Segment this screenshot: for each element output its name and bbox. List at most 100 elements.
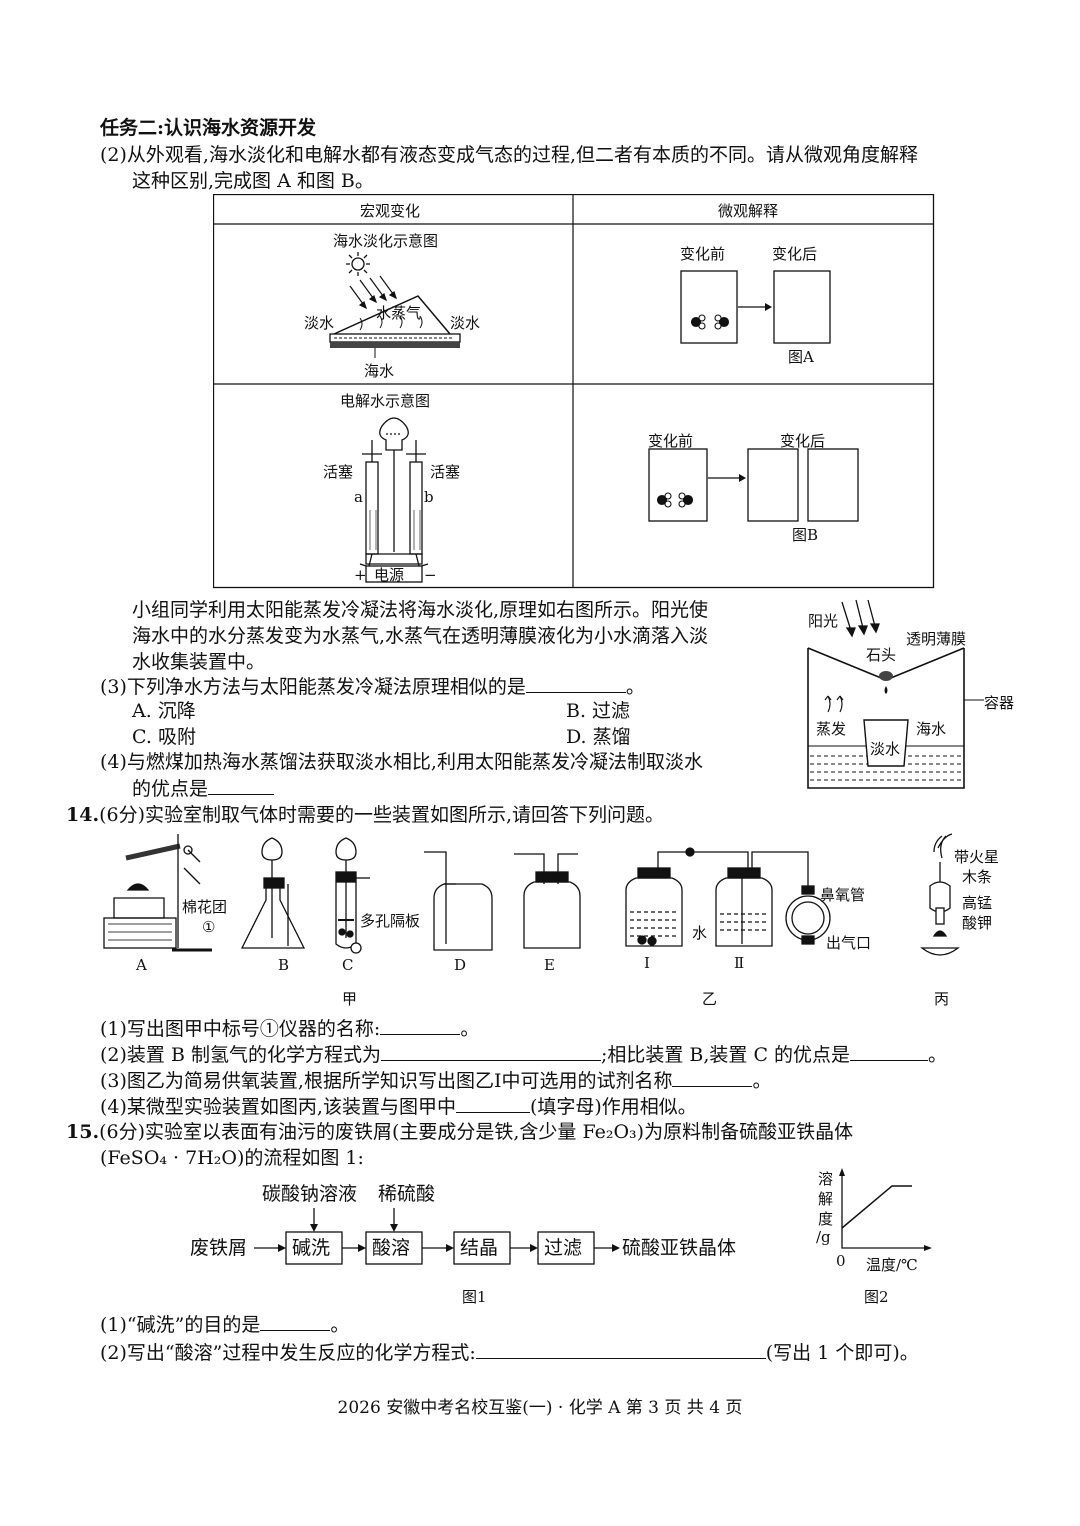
valve-right-label: 活塞 xyxy=(430,463,461,481)
label-B: B xyxy=(278,956,290,974)
q14-sub1: (1)写出图甲中标号①仪器的名称: 。 xyxy=(100,1014,479,1043)
freshwater-label: 淡水 xyxy=(870,740,901,758)
q14-sub4-text-a: (4)某微型实验装置如图丙,该装置与图甲中 xyxy=(100,1096,456,1118)
question-15-number: 15. xyxy=(66,1121,100,1143)
option-b: B. 过滤 xyxy=(566,700,631,722)
label-I: Ⅰ xyxy=(644,954,650,972)
water-molecule-icon xyxy=(690,314,730,330)
task2-title: 任务二:认识海水资源开发 xyxy=(100,117,317,139)
outlet-label: 出气口 xyxy=(826,934,872,952)
answer-blank-q4[interactable] xyxy=(208,774,275,795)
figure-yi-label: 乙 xyxy=(702,990,718,1008)
figB-before-box xyxy=(648,448,708,522)
solar-para-line2: 海水中的水分蒸发变为水蒸气,水蒸气在透明薄膜液化为小水滴落入淡 xyxy=(132,625,709,647)
container-label: 容器 xyxy=(984,694,1015,712)
q14-sub3-end: 。 xyxy=(752,1070,772,1092)
circle-1-label: ① xyxy=(202,918,216,936)
reagent-sodium-carbonate: 碳酸钠溶液 xyxy=(262,1183,358,1205)
apparatus-E xyxy=(514,853,581,949)
kmno4-label-2: 酸钾 xyxy=(962,914,993,932)
sunlight-arrows-icon xyxy=(841,599,880,638)
desalination-diagram xyxy=(329,252,461,358)
answer-blank-q14-3[interactable] xyxy=(672,1066,753,1087)
figB-after-box-2 xyxy=(807,448,859,522)
porous-plate-label: 多孔隔板 xyxy=(360,912,421,930)
figure-2-caption: 图2 xyxy=(864,1288,889,1306)
question-14-stem: (6分)实验室制取气体时需要的一些装置如图所示,请回答下列问题。 xyxy=(99,804,665,826)
question-3-stem: (3)下列净水方法与太阳能蒸发冷凝法原理相似的是 xyxy=(100,676,526,698)
answer-blank-q14-1[interactable] xyxy=(380,1014,461,1035)
figure-1-caption: 图1 xyxy=(462,1288,487,1306)
apparatus-C xyxy=(335,837,370,954)
q15-sub1: (1)“碱洗”的目的是。 xyxy=(100,1310,349,1339)
question-15-line1: 15.(6分)实验室以表面有油污的废铁屑(主要成分是铁,含少量 Fe₂O₃)为原… xyxy=(66,1118,853,1146)
electrode-a-label: a xyxy=(354,488,363,506)
q14-sub1-text: (1)写出图甲中标号①仪器的名称: xyxy=(100,1018,381,1040)
apparatus-B xyxy=(240,837,306,949)
graph-x-label: 温度/℃ xyxy=(866,1256,918,1274)
apparatus-A xyxy=(103,834,212,952)
q14-sub2: (2)装置 B 制氢气的化学方程式为;相比装置 B,装置 C 的优点是。 xyxy=(100,1040,947,1069)
figA-before-box xyxy=(680,270,738,344)
stone-label: 石头 xyxy=(866,646,897,664)
flow-step1: 碱洗 xyxy=(292,1237,331,1259)
q14-sub1-end: 。 xyxy=(460,1018,480,1040)
apparatus-figure xyxy=(103,833,960,956)
answer-blank-q15-2[interactable] xyxy=(475,1338,766,1359)
electrode-b-label: b xyxy=(424,488,434,506)
figA-caption: 图A xyxy=(788,348,814,366)
valve-left-label: 活塞 xyxy=(323,463,354,481)
q15-sub2-text: (2)写出“酸溶”过程中发生反应的化学方程式: xyxy=(100,1342,476,1364)
graph-origin: 0 xyxy=(836,1252,846,1270)
container-wall xyxy=(807,648,965,789)
label-D: D xyxy=(454,956,467,974)
answer-blank-q3[interactable] xyxy=(525,672,626,693)
water-label: 水 xyxy=(692,924,708,942)
nasal-tube-label: 鼻氧管 xyxy=(820,886,866,904)
question-2-line1: (2)从外观看,海水淡化和电解水都有液态变成气态的过程,但二者有本质的不同。请从… xyxy=(100,144,918,166)
apparatus-oxygen-supply xyxy=(625,847,831,947)
figB-after-box-1 xyxy=(747,448,799,522)
flow-product: 硫酸亚铁晶体 xyxy=(622,1237,737,1259)
fresh-water-left-label: 淡水 xyxy=(304,314,335,332)
figB-boxes xyxy=(648,448,859,522)
solar-para-line1: 小组同学利用太阳能蒸发冷凝法将海水淡化,原理如右图所示。阳光使 xyxy=(132,599,709,621)
q15-sub2-end: (写出 1 个即可)。 xyxy=(765,1342,919,1364)
stick-label: 木条 xyxy=(962,868,993,886)
sun-icon xyxy=(346,252,370,276)
answer-blank-q15-1[interactable] xyxy=(260,1310,331,1331)
question-3: (3)下列净水方法与太阳能蒸发冷凝法原理相似的是 。 xyxy=(100,672,645,701)
q14-sub4-text-b: (填字母)作用相似。 xyxy=(529,1096,697,1118)
figA-after-box xyxy=(773,270,831,344)
apparatus-micro xyxy=(920,833,960,956)
water-molecule-icon xyxy=(656,492,694,508)
cotton-label: 棉花团 xyxy=(182,898,228,916)
label-A: A xyxy=(136,956,147,974)
apparatus-D xyxy=(424,851,493,951)
figB-before-label: 变化前 xyxy=(648,432,694,450)
figA-before-label: 变化前 xyxy=(680,245,726,263)
graph-y-label-3: 度 xyxy=(818,1210,834,1228)
graph-axes xyxy=(841,1172,928,1249)
question-4-line1: (4)与燃煤加热海水蒸馏法获取淡水相比,利用太阳能蒸发冷凝法制取淡水 xyxy=(100,751,703,773)
table-header-macro: 宏观变化 xyxy=(360,202,421,220)
answer-blank-q14-2a[interactable] xyxy=(380,1040,601,1061)
question-14-number: 14. xyxy=(66,804,100,826)
flow-step2: 酸溶 xyxy=(372,1237,411,1259)
question-15-text: (6分)实验室以表面有油污的废铁屑(主要成分是铁,含少量 Fe₂O₃)为原料制备… xyxy=(99,1121,854,1143)
answer-blank-q14-2b[interactable] xyxy=(850,1040,929,1061)
minus-label: − xyxy=(424,566,437,584)
spark-label: 带火星 xyxy=(954,848,1000,866)
label-II: Ⅱ xyxy=(734,954,745,972)
electrolysis-diagram xyxy=(359,417,429,583)
graph-y-label-4: /g xyxy=(816,1228,831,1246)
question-3-end: 。 xyxy=(625,676,645,698)
figA-boxes xyxy=(680,270,831,344)
answer-blank-q14-4[interactable] xyxy=(455,1092,530,1113)
q14-sub2-text-a: (2)装置 B 制氢气的化学方程式为 xyxy=(100,1044,381,1066)
vapor-label: 水蒸气 xyxy=(376,304,422,322)
flow-step4: 过滤 xyxy=(544,1237,583,1259)
graph-y-label-1: 溶 xyxy=(818,1170,834,1188)
question-14: 14.(6分)实验室制取气体时需要的一些装置如图所示,请回答下列问题。 xyxy=(66,801,664,829)
reagent-dilute-sulfuric: 稀硫酸 xyxy=(378,1183,436,1205)
